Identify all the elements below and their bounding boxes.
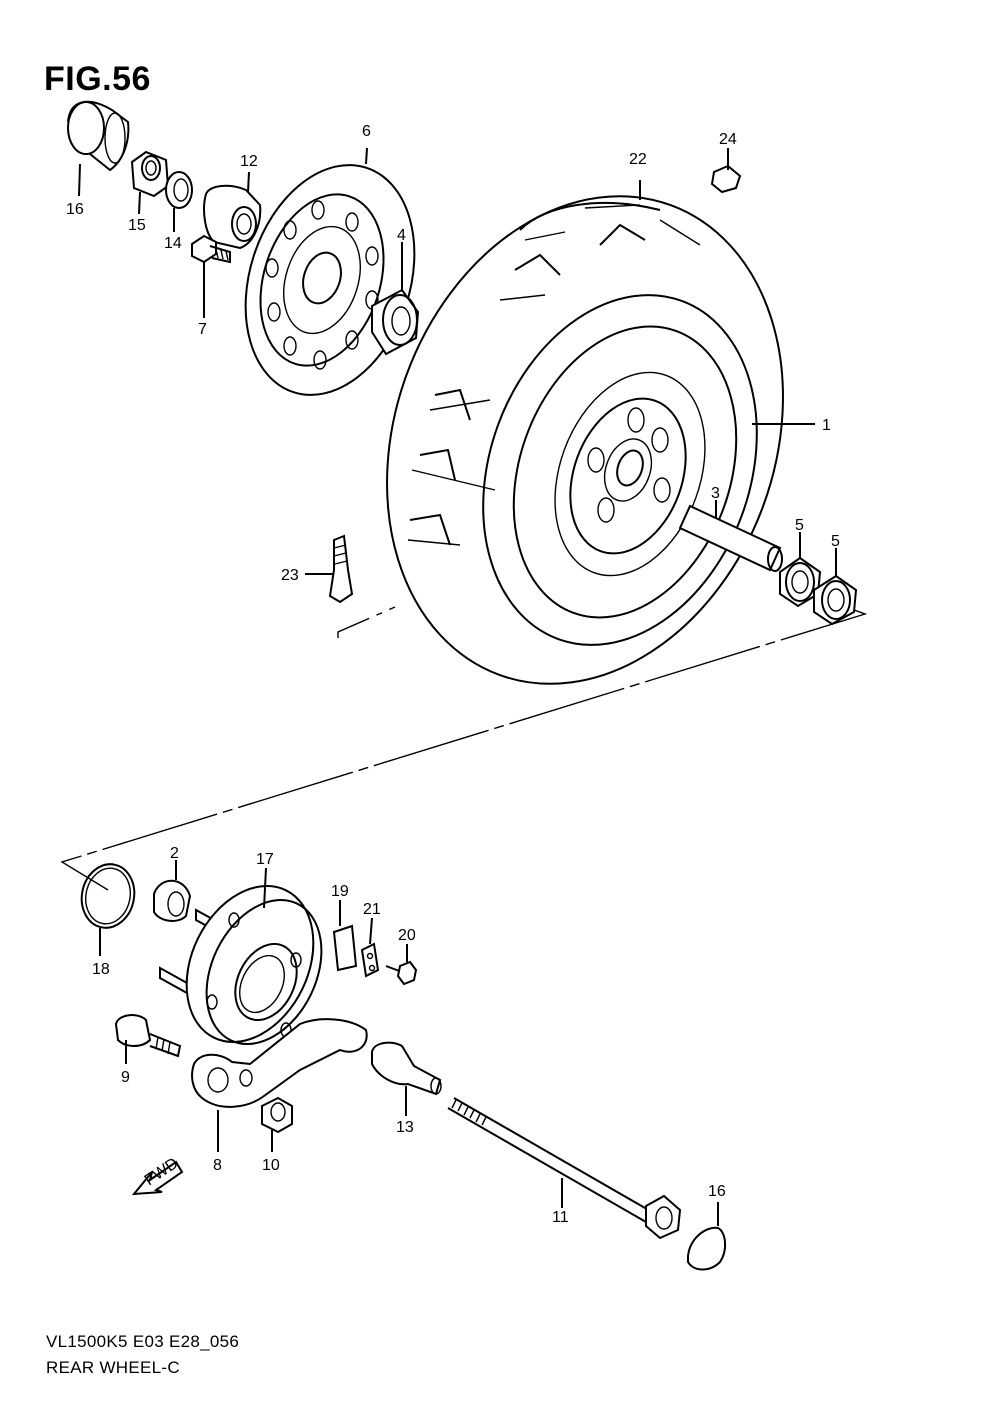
part-23-valve — [305, 534, 354, 604]
callout-18: 18 — [92, 961, 110, 978]
callout-15: 15 — [128, 217, 146, 234]
part-2-collar — [153, 860, 192, 922]
fwd-arrow-icon: FWD — [131, 1155, 184, 1196]
part-3-spacer — [678, 500, 783, 572]
callout-10: 10 — [262, 1157, 280, 1174]
part-12-spacer — [203, 171, 262, 250]
callout-5a: 5 — [795, 517, 804, 534]
part-19-damper — [332, 900, 358, 972]
callout-11: 11 — [552, 1209, 569, 1226]
part-16-cap-top — [67, 101, 130, 197]
callout-9: 9 — [121, 1069, 130, 1086]
part-24-clip — [710, 148, 742, 194]
callout-21: 21 — [363, 901, 381, 918]
part-4-bearing — [371, 242, 420, 356]
part-8-torque-arm — [191, 1018, 368, 1152]
part-18-o-ring — [80, 863, 136, 956]
callout-22: 22 — [629, 151, 647, 168]
callout-8: 8 — [213, 1157, 222, 1174]
part-10-nut — [261, 1096, 293, 1152]
callout-7: 7 — [198, 321, 207, 338]
callout-13: 13 — [396, 1119, 414, 1136]
part-7-bolt — [191, 234, 231, 318]
part-20-bolt — [385, 944, 418, 986]
part-17-hub-carrier — [159, 867, 323, 1046]
part-1-wheel — [482, 294, 815, 646]
callout-5b: 5 — [831, 533, 840, 550]
figure-code: VL1500K5 E03 E28_056 — [46, 1332, 240, 1351]
part-21-plate — [360, 917, 380, 978]
callout-1: 1 — [822, 417, 831, 434]
callout-16b: 16 — [708, 1183, 726, 1200]
part-5b-bearing — [813, 548, 858, 626]
callout-16a: 16 — [66, 201, 84, 218]
part-11-axle — [447, 1097, 682, 1240]
part-6-brake-disc — [244, 147, 416, 396]
callout-2: 2 — [170, 845, 179, 862]
callout-14: 14 — [164, 235, 182, 252]
callout-4: 4 — [397, 227, 406, 244]
callout-20: 20 — [398, 927, 416, 944]
part-16-cap-bottom — [687, 1202, 726, 1271]
callout-19: 19 — [331, 883, 349, 900]
callout-24: 24 — [719, 131, 737, 148]
callout-12: 12 — [240, 153, 258, 170]
callout-6: 6 — [362, 123, 371, 140]
part-13-collar — [371, 1041, 442, 1116]
part-9-pin — [114, 1014, 182, 1064]
callout-23: 23 — [281, 567, 299, 584]
figure-name: REAR WHEEL-C — [46, 1358, 180, 1377]
callout-3: 3 — [711, 485, 720, 502]
figure-title: FIG.56 — [44, 60, 151, 98]
part-15-collar — [130, 150, 170, 215]
callout-17: 17 — [256, 851, 274, 868]
part-14-seal — [165, 171, 193, 232]
